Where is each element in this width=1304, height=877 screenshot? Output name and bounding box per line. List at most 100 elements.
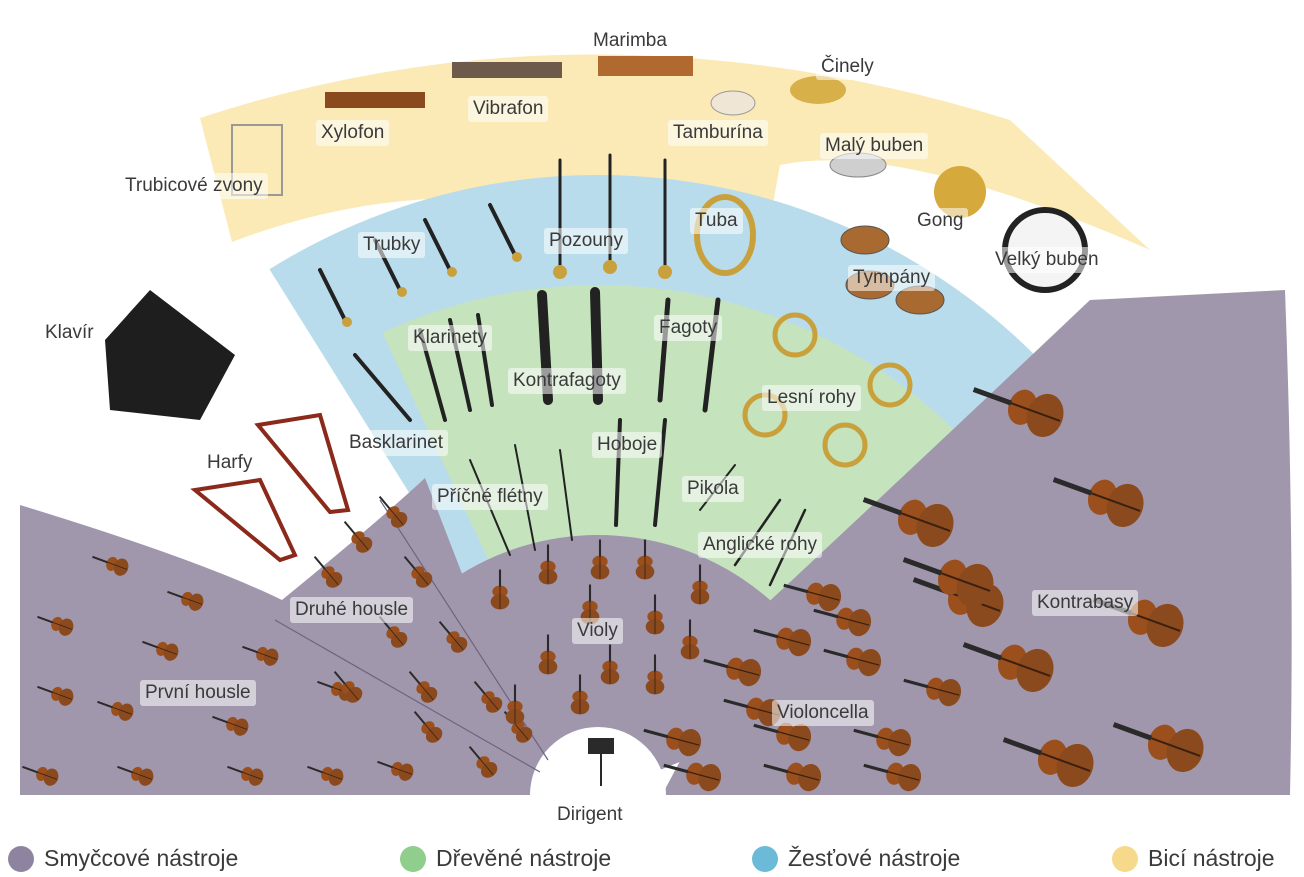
music-stand-icon — [588, 738, 614, 754]
label-trubicove-zvony: Trubicové zvony — [120, 173, 268, 199]
trombone-bell — [603, 260, 617, 274]
trumpet-bell — [342, 317, 352, 327]
tambourine-icon — [710, 90, 756, 116]
french-horn-icon — [772, 312, 818, 358]
violin-icon — [212, 715, 249, 736]
label-vibrafon: Vibrafon — [468, 96, 549, 122]
label-anglicke-rohy: Anglické rohy — [698, 532, 823, 558]
violin-icon — [408, 670, 438, 703]
xylophone-icon — [325, 92, 425, 108]
label-druhe-housle: Druhé housle — [290, 597, 414, 623]
violin-icon — [227, 765, 264, 786]
cello-icon — [753, 627, 812, 657]
legend-dot-woodwinds — [400, 845, 426, 872]
double-bass-icon — [1052, 477, 1144, 528]
flute-icon — [559, 449, 573, 541]
legend-item-percussion: Bicí nástroje — [1112, 845, 1275, 872]
trombone-bell — [553, 265, 567, 279]
oboe-icon — [653, 418, 667, 527]
label-prvni-housle: První housle — [140, 680, 256, 706]
viola-icon — [490, 569, 510, 610]
cymbals-icon — [790, 76, 846, 104]
cello-icon — [863, 762, 922, 792]
double-bass-icon — [1112, 722, 1204, 773]
violin-icon — [468, 745, 498, 778]
violin-icon — [117, 765, 154, 786]
cello-icon — [643, 727, 702, 757]
violin-icon — [403, 555, 433, 588]
label-maly-buben: Malý buben — [820, 133, 929, 159]
legend-dot-strings — [8, 845, 34, 872]
vibraphone-icon — [452, 62, 562, 78]
label-violy: Violy — [572, 618, 623, 644]
legend-item-woodwinds: Dřevěné nástroje — [400, 845, 611, 872]
label-fagoty: Fagoty — [654, 315, 723, 341]
label-hoboje: Hoboje — [592, 432, 663, 458]
cello-icon — [783, 582, 842, 612]
legend-label-strings: Smyčcové nástroje — [44, 845, 239, 871]
violin-icon — [377, 760, 414, 781]
percussion-area — [200, 54, 1150, 275]
label-klavir: Klavír — [45, 322, 94, 343]
podium — [530, 727, 666, 795]
violin-icon — [97, 700, 134, 721]
cello-icon — [823, 647, 882, 677]
trumpet-bell — [447, 267, 457, 277]
legend: Smyčcové nástroje Dřevěné nástroje Žesťo… — [0, 843, 1304, 877]
cello-icon — [753, 722, 812, 752]
violin-icon — [413, 710, 443, 743]
violin-icon — [37, 685, 74, 706]
violin-icon — [242, 645, 279, 666]
legend-dot-percussion — [1112, 845, 1138, 872]
label-violoncella: Violoncella — [772, 700, 874, 726]
violin-icon — [438, 620, 468, 653]
violin-icon — [313, 555, 343, 588]
trumpet-icon — [318, 268, 347, 322]
viola-icon — [690, 564, 710, 605]
violin-icon — [378, 495, 408, 528]
marimba-icon — [598, 56, 693, 76]
legend-dot-brass — [752, 845, 778, 872]
viola-icon — [645, 594, 665, 635]
label-kontrabasy: Kontrabasy — [1032, 590, 1139, 616]
double-bass-icon — [862, 497, 954, 548]
cello-icon — [663, 762, 722, 792]
viola-icon — [680, 619, 700, 660]
violin-icon — [92, 555, 129, 576]
label-cinely: Činely — [816, 54, 879, 80]
cello-icon — [853, 727, 912, 757]
viola-icon — [538, 544, 558, 585]
trumpet-bell — [397, 287, 407, 297]
gong-icon — [934, 166, 986, 218]
label-tuba: Tuba — [690, 208, 743, 234]
viola-icon — [600, 644, 620, 685]
cello-icon — [903, 677, 962, 707]
piano-icon — [105, 290, 235, 420]
viola-icon — [538, 634, 558, 675]
double-bass-icon — [1002, 737, 1094, 788]
label-tympany: Tympány — [848, 265, 936, 291]
violin-icon — [22, 765, 59, 786]
cello-icon — [813, 607, 872, 637]
label-pozouny: Pozouny — [544, 228, 628, 254]
viola-icon — [505, 684, 525, 725]
violin-icon — [333, 670, 363, 703]
label-marimba: Marimba — [588, 28, 672, 54]
timpani-icon — [840, 225, 890, 255]
label-pricne-fletny: Příčné flétny — [432, 484, 548, 510]
label-dirigent: Dirigent — [557, 804, 623, 825]
orchestra-map — [20, 54, 1292, 795]
trumpet-icon — [488, 203, 517, 257]
double-bass-icon — [962, 642, 1054, 693]
label-harfy: Harfy — [207, 452, 253, 473]
harp-icon — [254, 412, 351, 515]
label-basklarinet: Basklarinet — [344, 430, 448, 456]
label-xylofon: Xylofon — [316, 120, 390, 146]
legend-label-brass: Žesťové nástroje — [788, 845, 961, 871]
french-horn-icon — [822, 422, 868, 468]
viola-icon — [645, 654, 665, 695]
trumpet-bell — [512, 252, 522, 262]
tuba-icon — [694, 194, 756, 276]
label-pikola: Pikola — [682, 476, 744, 502]
